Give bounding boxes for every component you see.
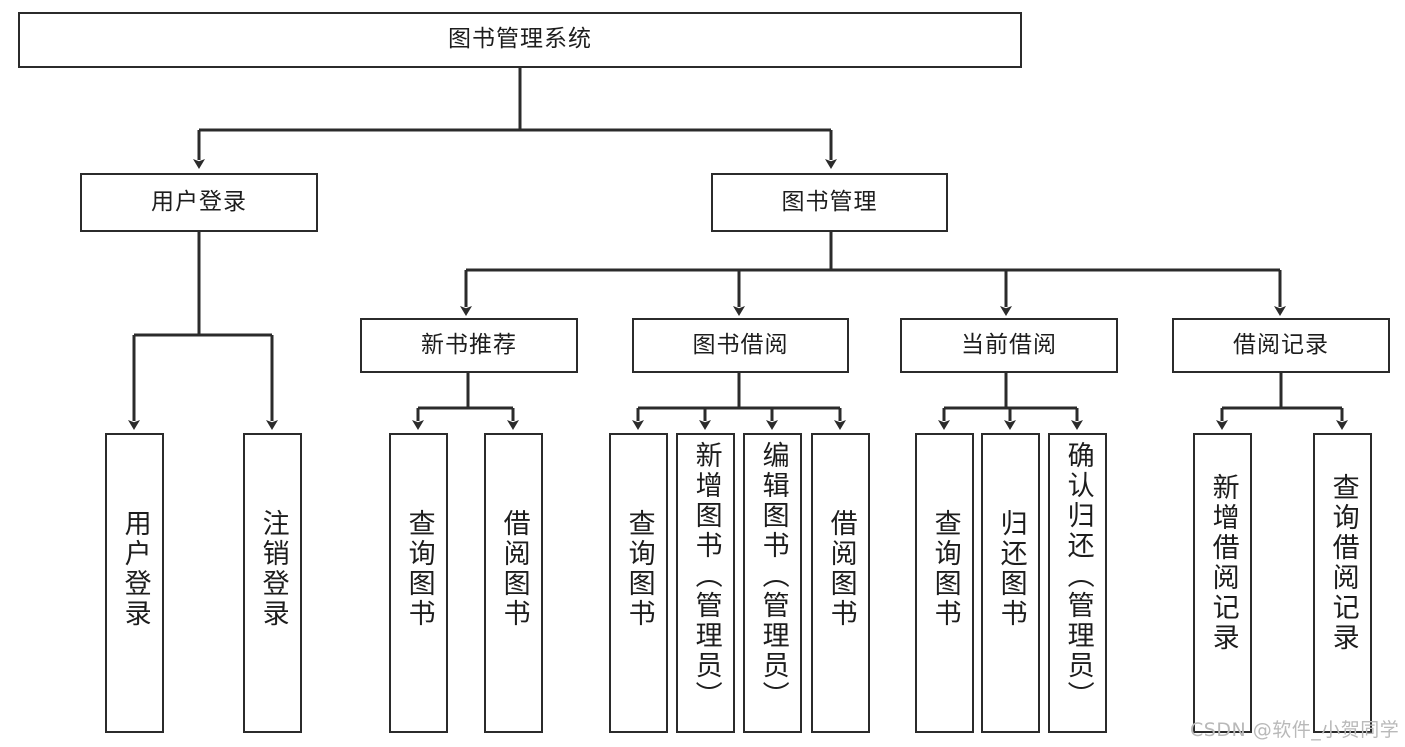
node-user-login[interactable]: 用户登录 (80, 173, 318, 232)
node-user-login-label: 用户登录 (151, 188, 247, 215)
leaf-borrow-query-book[interactable]: 查询图书 (609, 433, 668, 733)
leaf-current-query-book-label: 查询图书 (929, 509, 961, 629)
leaf-borrow-query-book-label: 查询图书 (623, 509, 655, 629)
node-book-management-label: 图书管理 (781, 188, 878, 215)
leaf-user-login-label: 用户登录 (119, 509, 151, 629)
node-book-borrow-label: 图书借阅 (692, 331, 789, 358)
node-new-book-recommend[interactable]: 新书推荐 (360, 318, 578, 373)
node-book-borrow[interactable]: 图书借阅 (632, 318, 849, 373)
leaf-add-book-admin[interactable]: 新增图书（管理员） (676, 433, 735, 733)
node-borrow-record-label: 借阅记录 (1233, 331, 1329, 358)
leaf-edit-book-admin-label: 编辑图书（管理员） (757, 441, 789, 711)
leaf-borrow-book-label: 借阅图书 (825, 509, 857, 629)
leaf-user-login[interactable]: 用户登录 (105, 433, 164, 733)
leaf-return-book-label: 归还图书 (995, 509, 1027, 629)
leaf-add-borrow-record[interactable]: 新增借阅记录 (1193, 433, 1252, 733)
leaf-new-book-borrow-label: 借阅图书 (498, 509, 530, 629)
leaf-edit-book-admin[interactable]: 编辑图书（管理员） (743, 433, 802, 733)
leaf-confirm-return-admin-label: 确认归还（管理员） (1062, 441, 1094, 711)
node-new-book-recommend-label: 新书推荐 (421, 331, 517, 358)
leaf-query-borrow-record-label: 查询借阅记录 (1327, 473, 1359, 653)
node-book-management[interactable]: 图书管理 (711, 173, 948, 232)
leaf-current-query-book[interactable]: 查询图书 (915, 433, 974, 733)
leaf-new-book-query[interactable]: 查询图书 (389, 433, 448, 733)
leaf-return-book[interactable]: 归还图书 (981, 433, 1040, 733)
leaf-borrow-book[interactable]: 借阅图书 (811, 433, 870, 733)
leaf-add-book-admin-label: 新增图书（管理员） (690, 441, 722, 711)
node-borrow-record[interactable]: 借阅记录 (1172, 318, 1390, 373)
node-current-borrow-label: 当前借阅 (961, 331, 1057, 358)
leaf-confirm-return-admin[interactable]: 确认归还（管理员） (1048, 433, 1107, 733)
leaf-query-borrow-record[interactable]: 查询借阅记录 (1313, 433, 1372, 733)
node-root-label: 图书管理系统 (448, 26, 592, 53)
leaf-new-book-query-label: 查询图书 (403, 509, 435, 629)
node-root[interactable]: 图书管理系统 (18, 12, 1022, 68)
leaf-logout-label: 注销登录 (257, 509, 289, 629)
leaf-logout[interactable]: 注销登录 (243, 433, 302, 733)
watermark: CSDN @软件_小贺同学 (1190, 719, 1400, 741)
leaf-new-book-borrow[interactable]: 借阅图书 (484, 433, 543, 733)
node-current-borrow[interactable]: 当前借阅 (900, 318, 1118, 373)
leaf-add-borrow-record-label: 新增借阅记录 (1207, 473, 1239, 653)
